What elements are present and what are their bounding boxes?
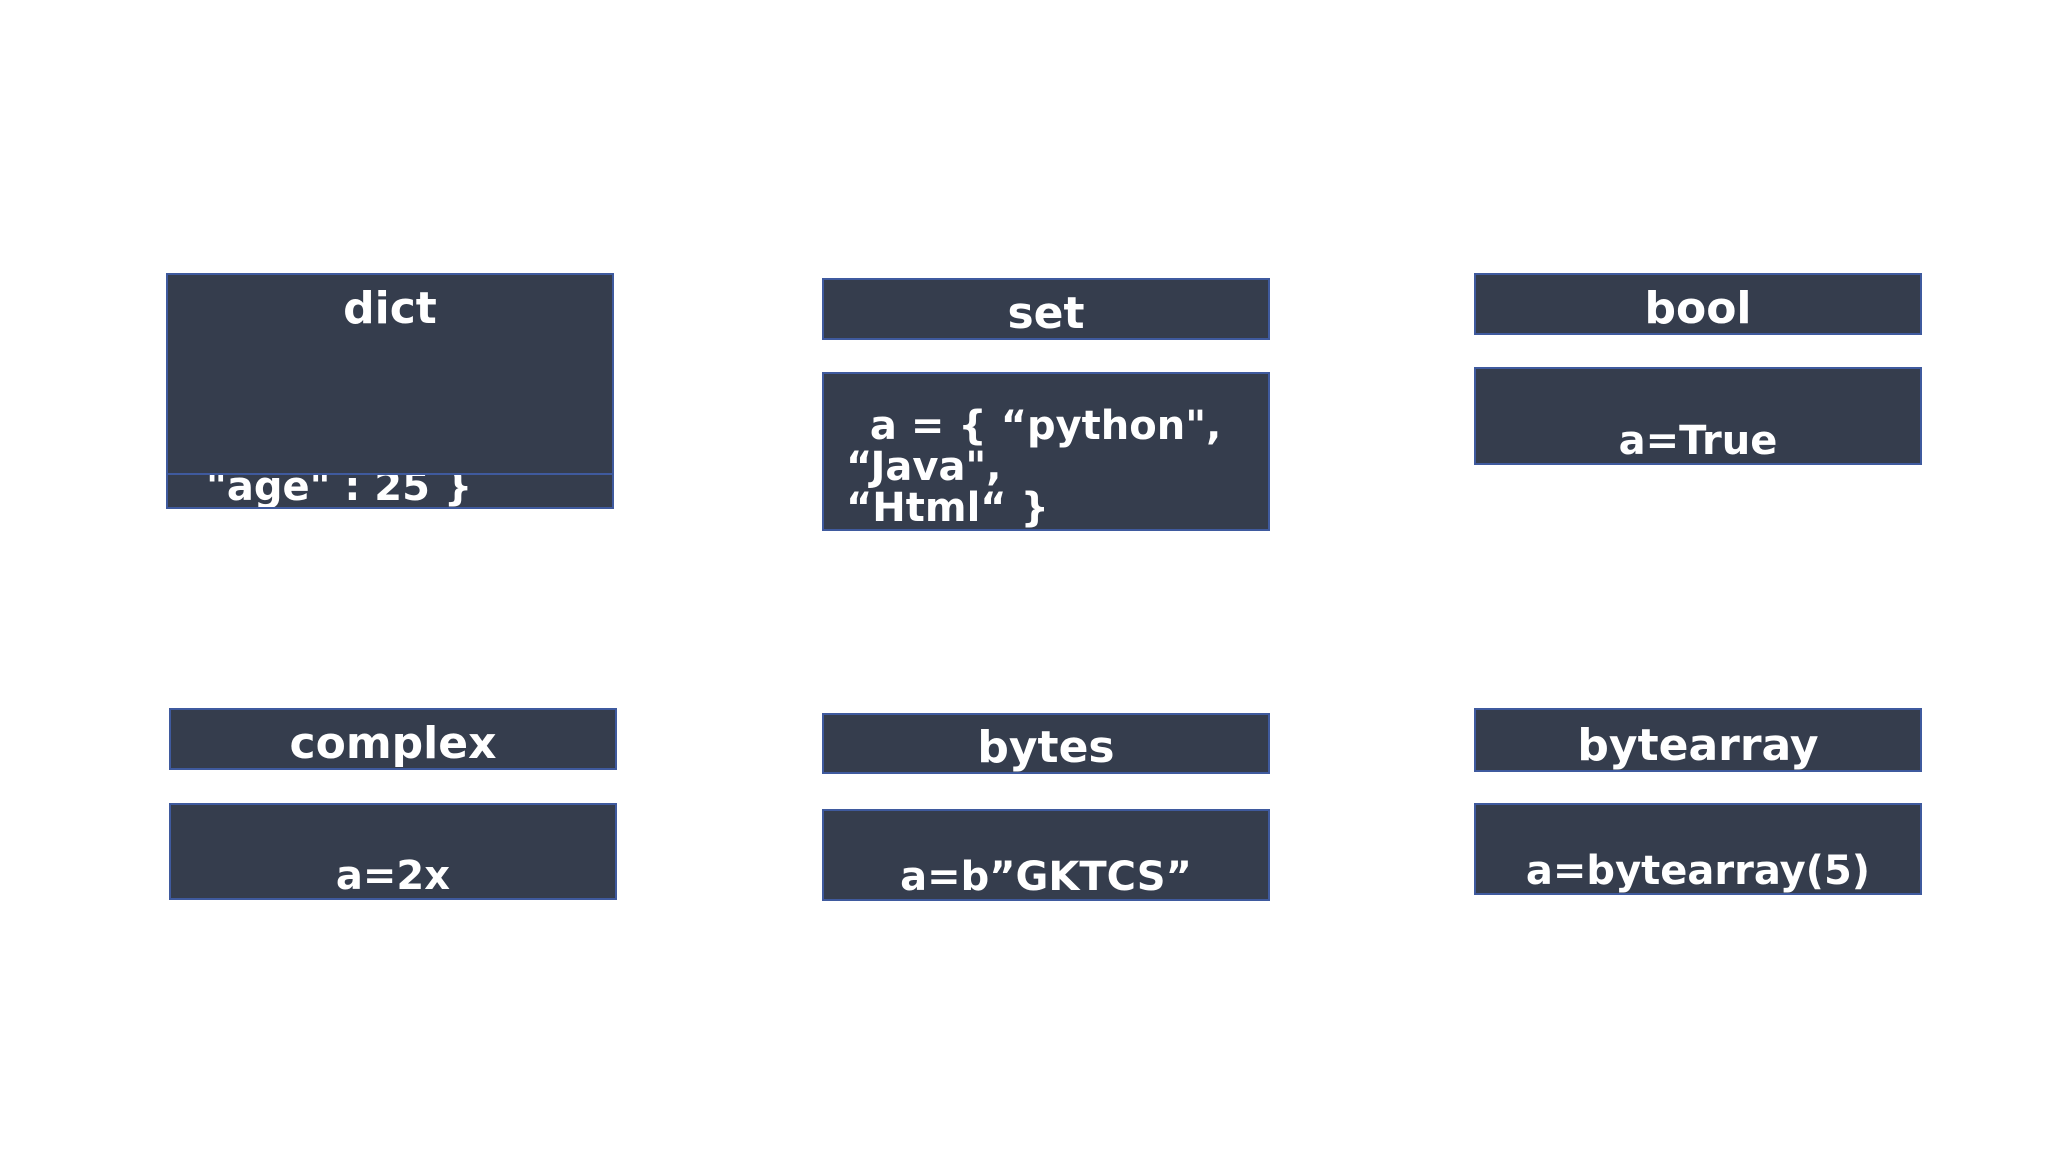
bool-title: bool [1644,283,1752,334]
set-value-line-1: a = { “python", [856,403,1222,449]
complex-value-box: a=2x [169,803,617,900]
set-value-box: a = { “python", “Java", “Html“ } [822,372,1270,531]
set-title-box: set [822,278,1270,340]
set-title: set [1007,288,1085,339]
bool-title-box: bool [1474,273,1922,335]
dict-title-box: dict [166,273,614,475]
set-value-line-3: “Html“ } [846,485,1049,531]
bytes-title: bytes [977,722,1115,773]
bytes-title-box: bytes [822,713,1270,774]
complex-value: a=2x [335,853,451,899]
bytearray-title: bytearray [1577,720,1819,771]
set-value-line-2: “Java", [846,444,1002,490]
bytearray-value-box: a=bytearray(5) [1474,803,1922,895]
bytes-value-box: a=b”GKTCS” [822,809,1270,901]
bool-value-box: a=True [1474,367,1922,465]
bytes-value: a=b”GKTCS” [900,854,1192,900]
bool-value: a=True [1618,418,1778,464]
bytearray-value: a=bytearray(5) [1525,848,1871,894]
bytearray-title-box: bytearray [1474,708,1922,772]
dict-title: dict [343,283,437,334]
complex-title-box: complex [169,708,617,770]
complex-title: complex [289,718,497,769]
